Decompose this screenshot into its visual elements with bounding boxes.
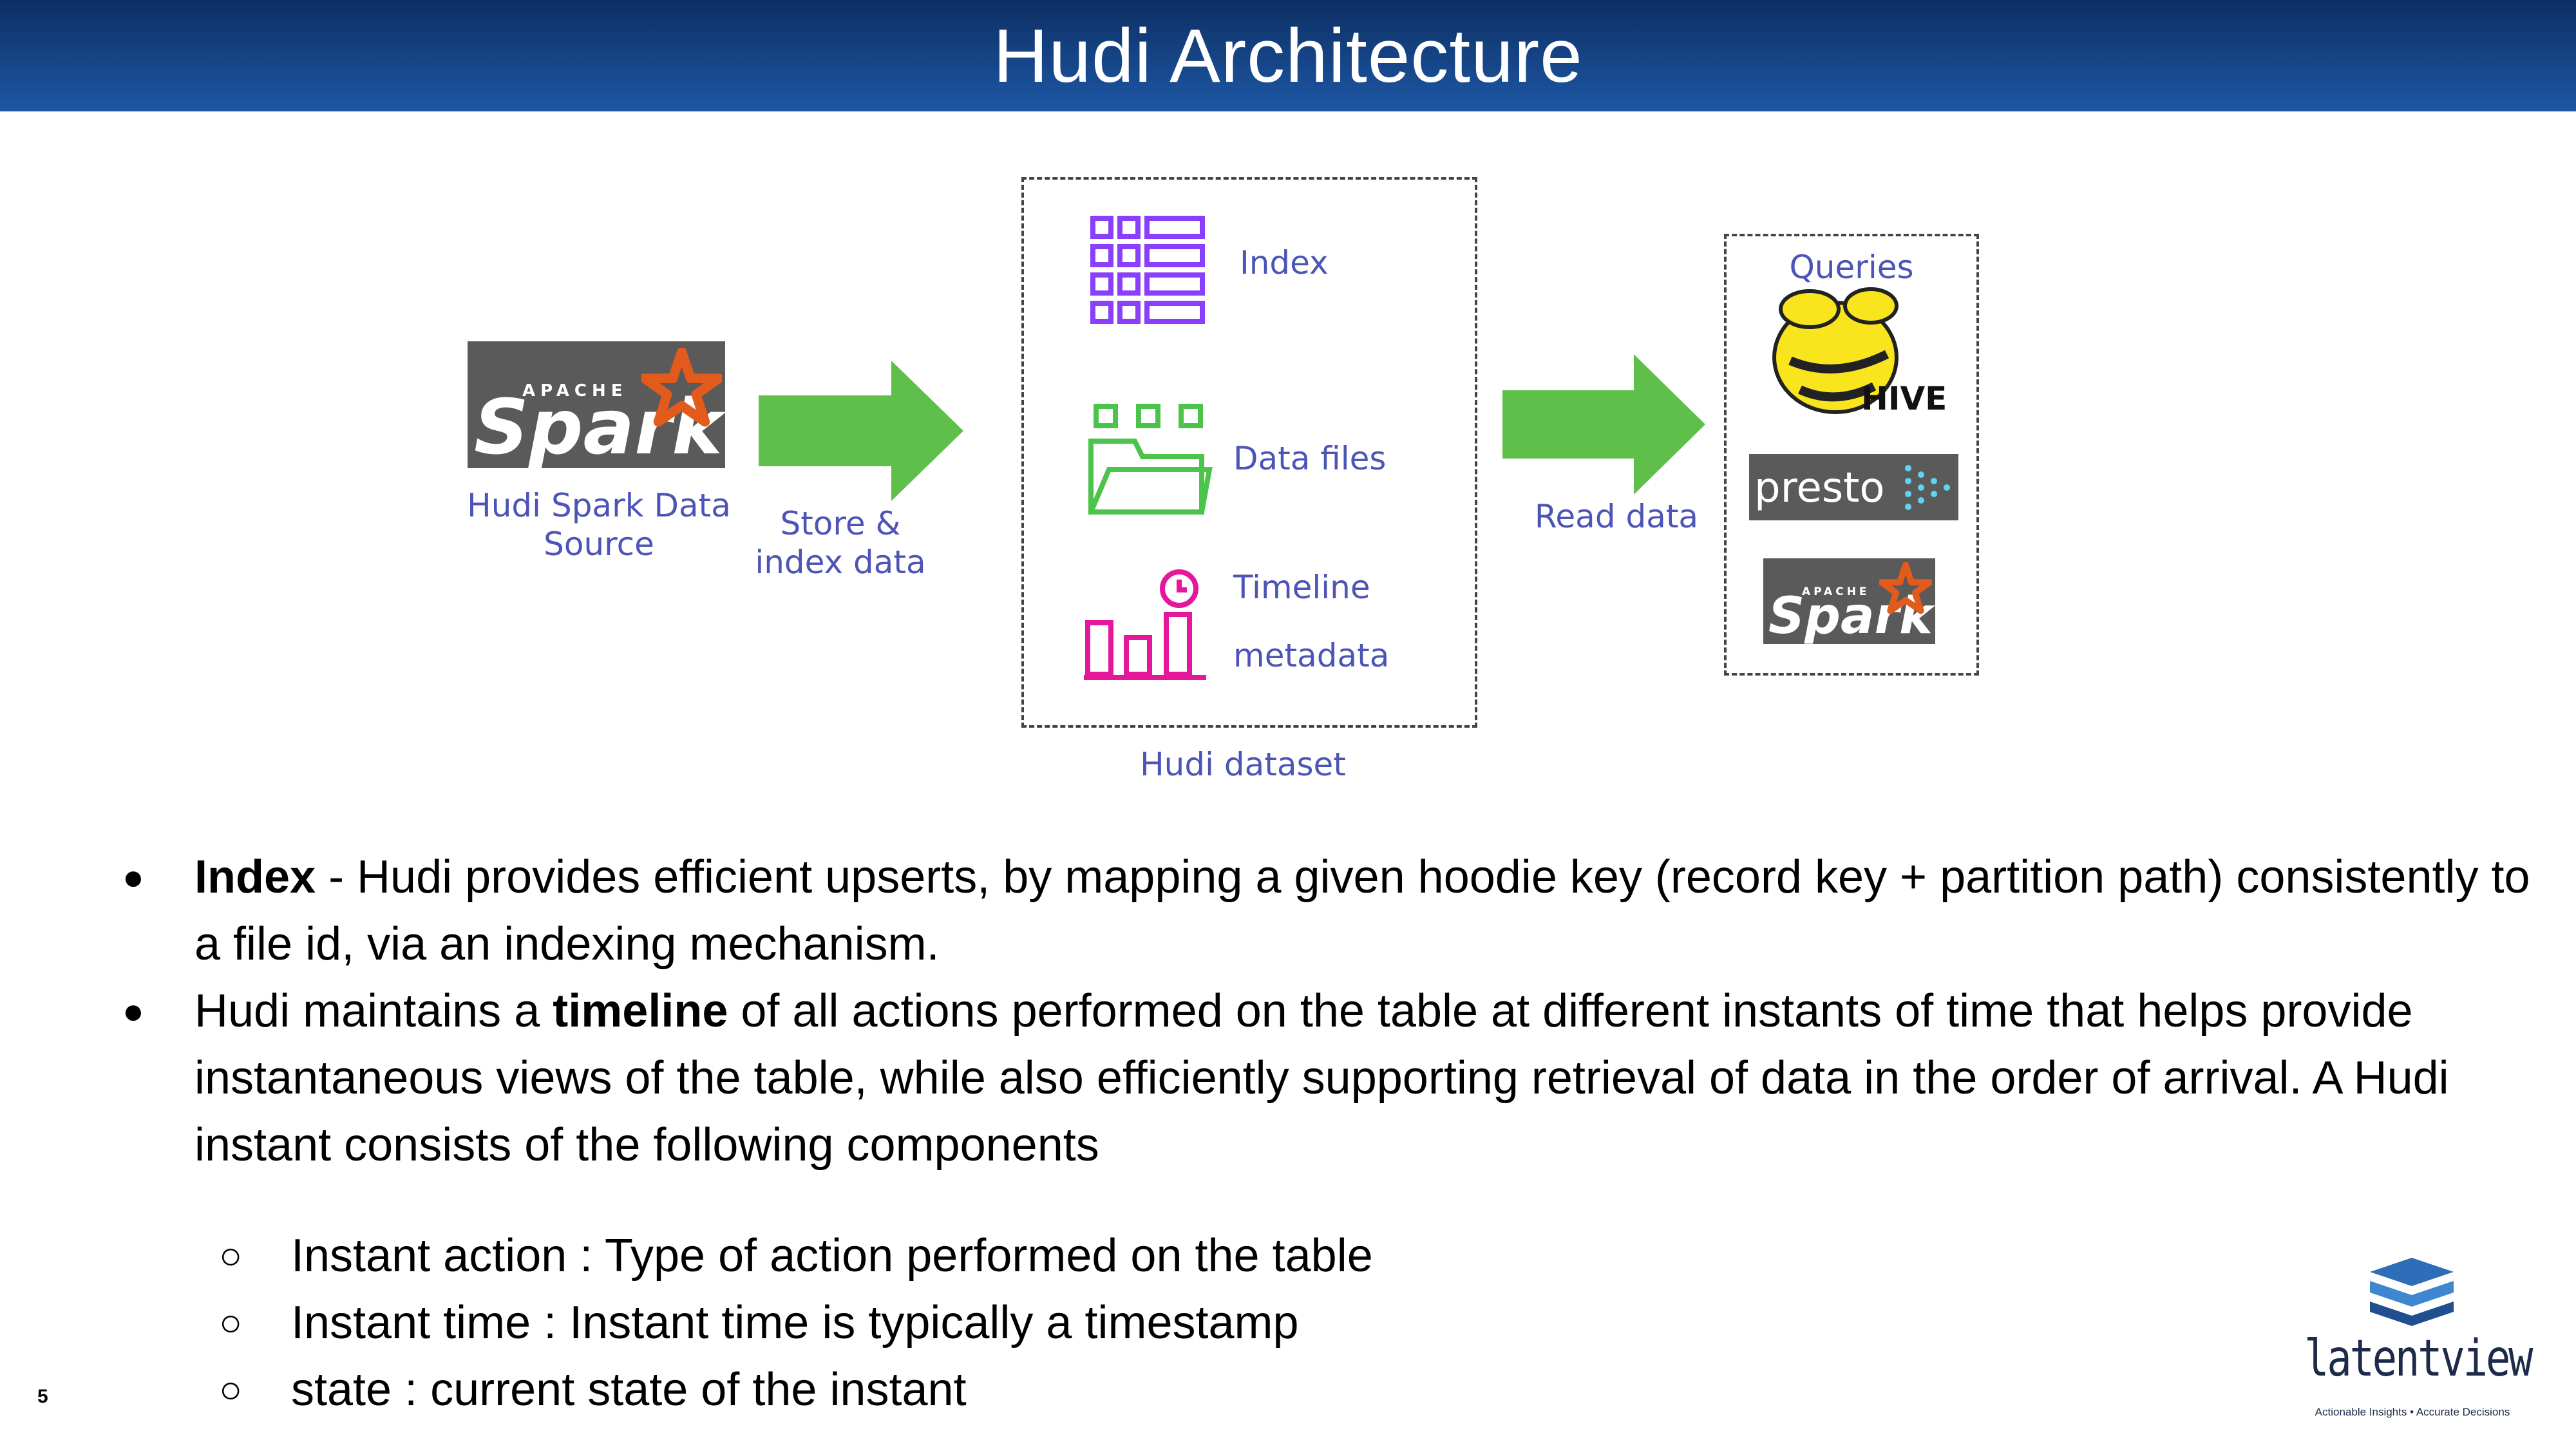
hive-bee-icon bbox=[1772, 287, 1899, 414]
read-arrow bbox=[1502, 354, 1705, 495]
index-label: Index bbox=[1240, 244, 1329, 281]
hive-logo: HIVE bbox=[1765, 283, 1947, 425]
hive-wordmark: HIVE bbox=[1861, 380, 1947, 417]
slide-title: Hudi Architecture bbox=[993, 13, 1583, 99]
data-files-icon bbox=[1088, 404, 1213, 515]
bullet-timeline-after: of all actions performed on the table at… bbox=[194, 985, 2449, 1171]
sub-bullet-circle: ○ bbox=[219, 1234, 243, 1277]
bullet-item-timeline: ● Hudi maintains a timeline of all actio… bbox=[122, 978, 2531, 1179]
spark-logo-small: APACHE Spark bbox=[1763, 558, 1935, 644]
timeline-icon bbox=[1084, 569, 1206, 680]
latentview-logo: latentview Actionable Insights • Accurat… bbox=[2293, 1253, 2533, 1433]
slide-header: Hudi Architecture bbox=[0, 0, 2576, 111]
latentview-tagline: Actionable Insights • Accurate Decisions bbox=[2315, 1406, 2510, 1418]
bullet-list: ● Index - Hudi provides efficient upsert… bbox=[122, 844, 2531, 1423]
sub-bullet-item: ○ Instant time : Instant time is typical… bbox=[122, 1289, 2531, 1356]
sub-bullet-item: ○ state : current state of the instant bbox=[122, 1356, 2531, 1423]
spark-small-apache: APACHE bbox=[1802, 585, 1870, 598]
hudi-dataset-box bbox=[1021, 177, 1477, 728]
timeline-label-line2: metadata bbox=[1233, 637, 1390, 674]
read-arrow-label: Read data bbox=[1534, 498, 1699, 535]
sub-bullet-circle: ○ bbox=[219, 1301, 243, 1344]
sub-bullet-text: Instant time : Instant time is typically… bbox=[291, 1297, 1299, 1349]
bullet-timeline-term: timeline bbox=[553, 985, 728, 1037]
queries-title: Queries bbox=[1789, 249, 1914, 286]
sub-bullet-item: ○ Instant action : Type of action perfor… bbox=[122, 1222, 2531, 1289]
spark-logo: APACHE Spark bbox=[468, 341, 725, 468]
bullet-index-text: - Hudi provides efficient upserts, by ma… bbox=[194, 851, 2530, 970]
presto-dots-icon bbox=[1905, 465, 1950, 510]
spark-star-icon bbox=[641, 348, 722, 427]
presto-logo: presto bbox=[1749, 454, 1958, 520]
spark-logo-apache: APACHE bbox=[522, 381, 628, 401]
store-arrow-label: Store & index data bbox=[755, 505, 926, 581]
bullet-dot: ● bbox=[122, 990, 144, 1031]
data-files-label: Data files bbox=[1233, 440, 1387, 477]
page-number: 5 bbox=[37, 1386, 48, 1407]
sub-bullet-text: state : current state of the instant bbox=[291, 1364, 967, 1416]
spark-small-star-icon bbox=[1879, 562, 1932, 614]
source-label: Hudi Spark Data Source bbox=[467, 487, 731, 563]
queries-box bbox=[1724, 234, 1979, 676]
presto-wordmark: presto bbox=[1754, 464, 1885, 512]
sub-bullet-text: Instant action : Type of action performe… bbox=[291, 1230, 1373, 1282]
bullet-spacer bbox=[122, 1179, 2531, 1222]
bullet-index-term: Index bbox=[194, 851, 316, 903]
bullet-item-index: ● Index - Hudi provides efficient upsert… bbox=[122, 844, 2531, 978]
hudi-dataset-label: Hudi dataset bbox=[1140, 746, 1346, 783]
latentview-emblem-icon bbox=[2370, 1258, 2454, 1326]
sub-bullet-circle: ○ bbox=[219, 1368, 243, 1411]
store-arrow bbox=[759, 361, 963, 501]
index-icon bbox=[1090, 216, 1205, 324]
bullet-dot: ● bbox=[122, 857, 144, 897]
latentview-wordmark: latentview bbox=[2304, 1330, 2533, 1388]
timeline-label-line1: Timeline bbox=[1233, 569, 1370, 606]
bullet-timeline-before: Hudi maintains a bbox=[194, 985, 553, 1037]
